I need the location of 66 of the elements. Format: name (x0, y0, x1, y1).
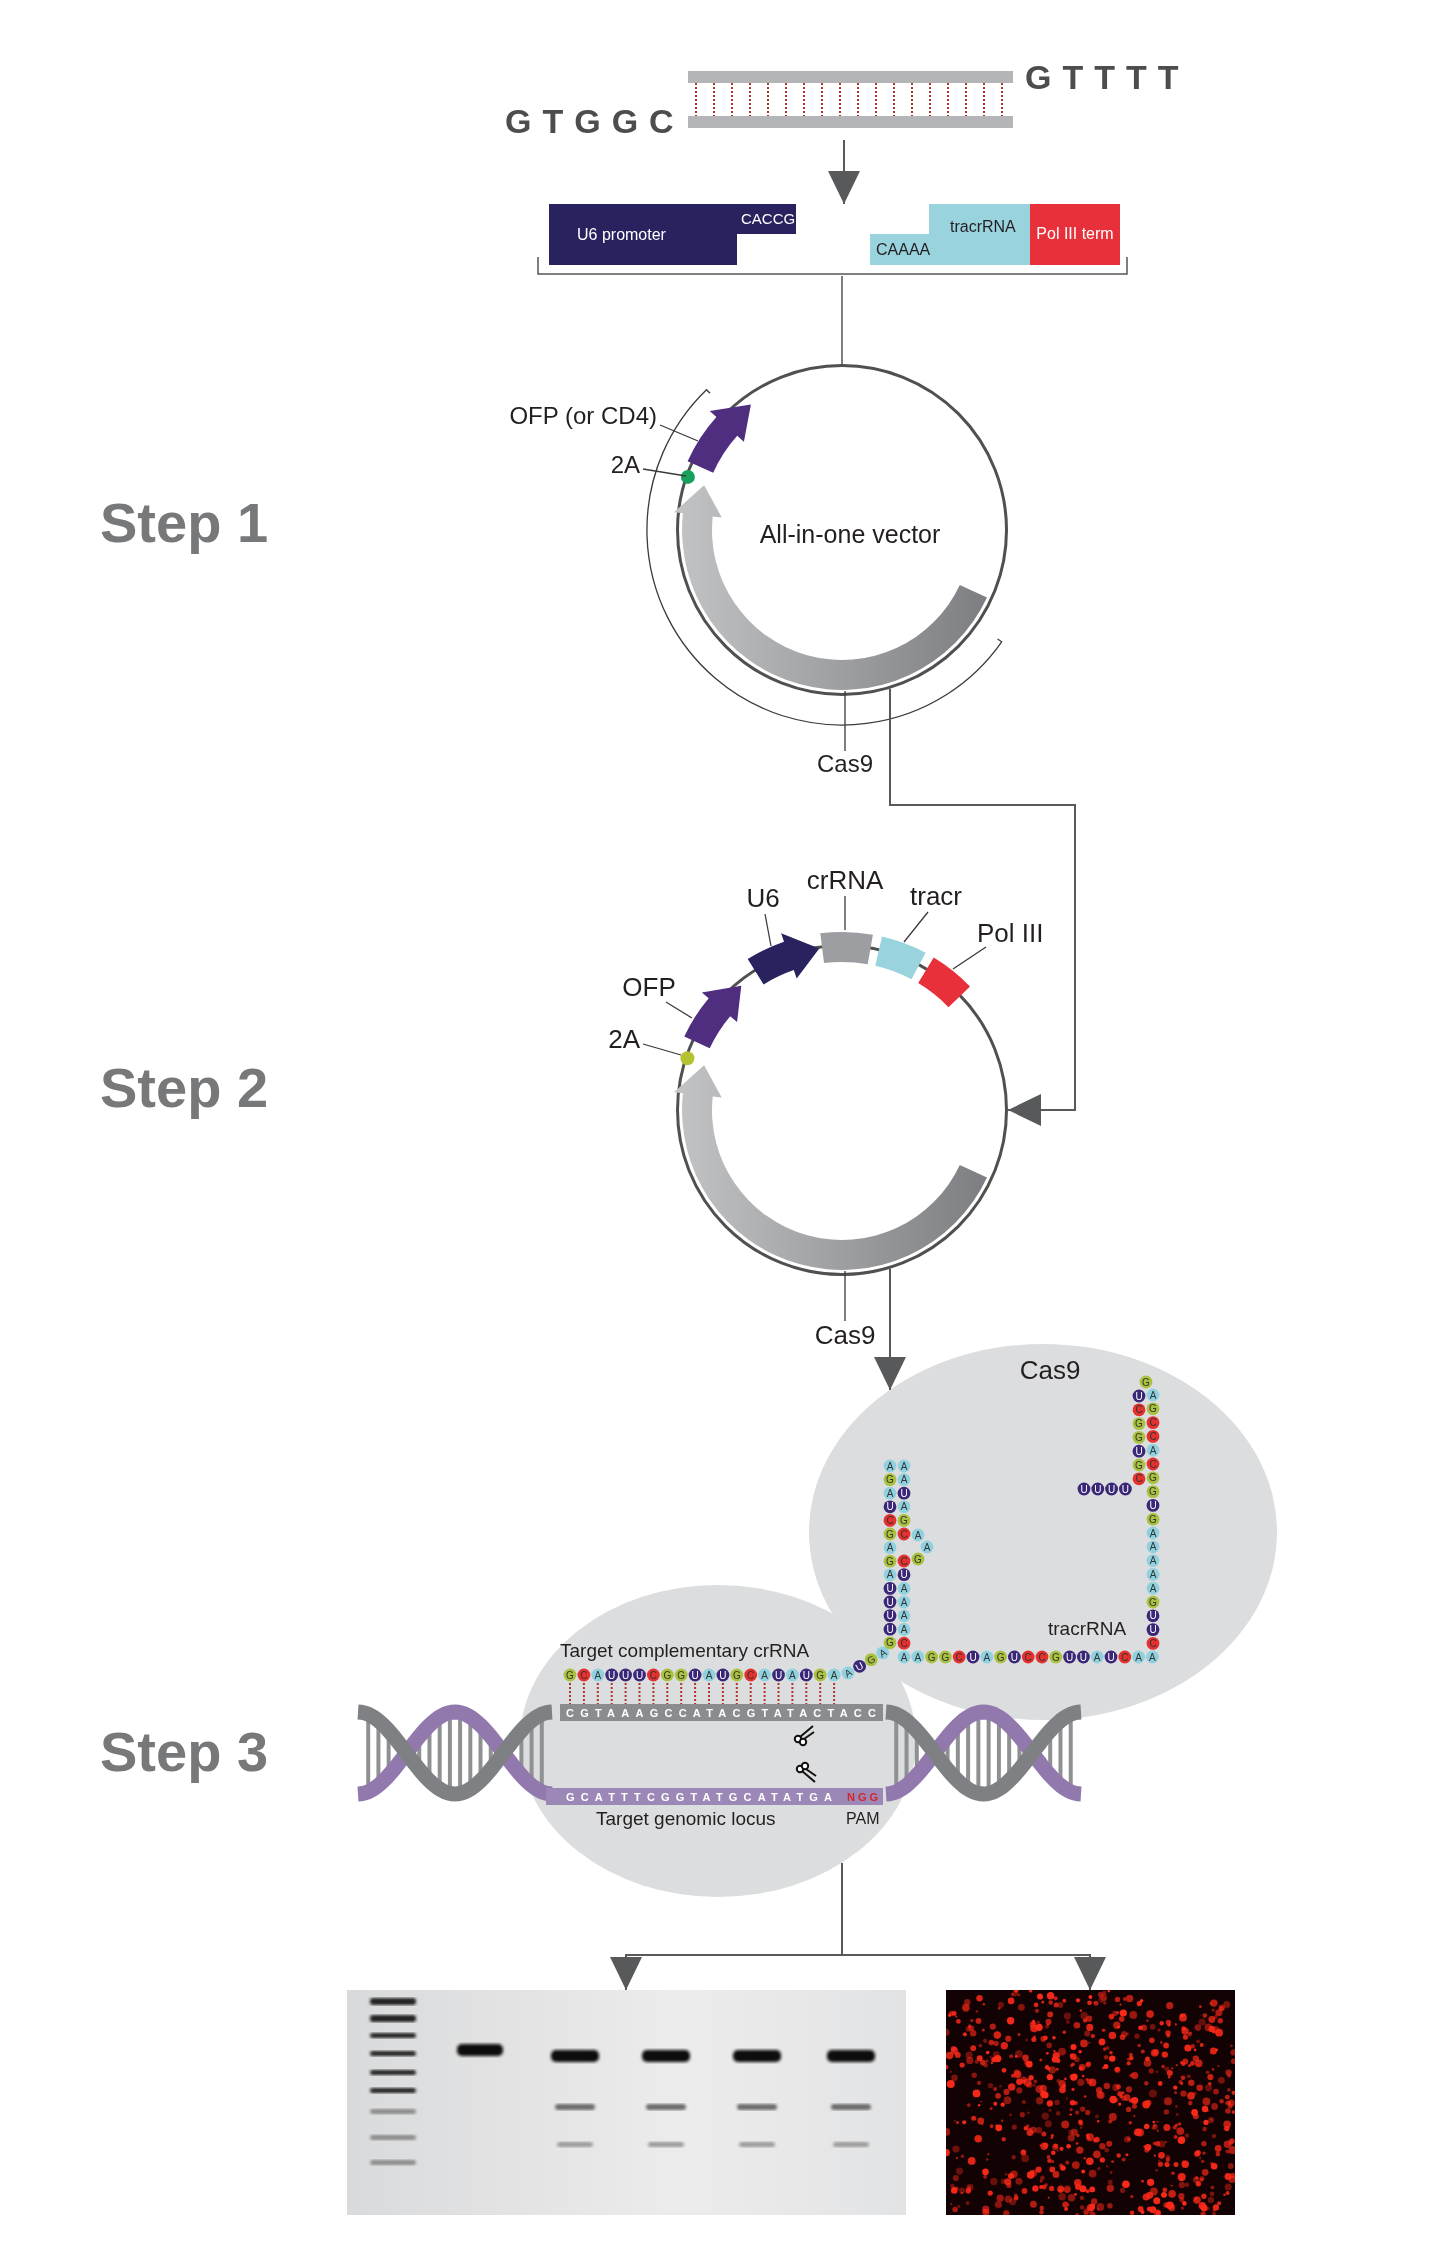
block-label: U6 promoter (577, 226, 666, 245)
part-label: tracr (910, 882, 962, 912)
leader-line (841, 275, 843, 365)
part-label: U6 (746, 884, 780, 914)
block-label: CAAAA (876, 241, 931, 260)
step-heading: Step 1 (100, 491, 269, 556)
rna-strand: G (1139, 1375, 1153, 1389)
rna-strand: A A G G C U A G U C C G U U A U C A A (897, 1650, 1159, 1664)
overhang-sequence: GTTTT (1025, 58, 1190, 98)
crrna-segment (820, 932, 873, 965)
gene-segment (687, 404, 751, 473)
leader-line (665, 1001, 693, 1019)
block-label: tracrRNA (950, 218, 1016, 237)
rna-strand: CUAAAAC (897, 1554, 911, 1650)
part-label: 2A (610, 451, 640, 479)
leader-line (903, 911, 929, 943)
leader-line (764, 913, 772, 947)
part-label: OFP (or CD4) (509, 402, 657, 430)
part-label: Cas9 (814, 1321, 876, 1351)
terminator-segment (918, 957, 970, 1008)
gene-segment (684, 985, 742, 1049)
arrow (889, 688, 1076, 1126)
rna-strand: UCGGUGC (1132, 1389, 1146, 1486)
promoter-segment (747, 933, 820, 985)
rna-strand: AGAUCGAGAUUUUG (883, 1459, 897, 1650)
gene-segment (673, 485, 987, 690)
leader-line (642, 468, 687, 477)
rna-strand: AAUAGC (897, 1459, 911, 1541)
leader-line (642, 1043, 682, 1056)
leader-line (844, 895, 846, 931)
linker-dot (680, 469, 695, 484)
leader-line (952, 946, 987, 970)
rna-strand: G C A U U U C G G U A U G C A U A U G A (563, 1668, 841, 1682)
part-label: OFP (622, 973, 676, 1003)
overhang-sequence: GTGGC (505, 102, 685, 142)
gel-image (347, 1990, 906, 2215)
part-label: Cas9 (817, 750, 873, 778)
part-label: crRNA (806, 866, 884, 896)
plasmid-circle (676, 364, 1008, 696)
step-heading: Step 2 (100, 1056, 269, 1121)
terminator-block: Pol III term (1030, 204, 1120, 265)
protein-name: Cas9 (1019, 1356, 1081, 1386)
block-label: CACCG (741, 210, 796, 228)
strand-label: Target complementary crRNA (560, 1640, 810, 1662)
leader-line (659, 424, 699, 442)
arrow (874, 1268, 906, 1391)
tracr-segment (875, 936, 926, 980)
leader-line (844, 690, 846, 752)
fluorescence-image (946, 1990, 1235, 2215)
linker-dot (680, 1051, 695, 1066)
part-label: 2A (608, 1025, 640, 1055)
rna-strand: AGCCACGGUGAAAAAGUUC (1146, 1388, 1160, 1650)
arrow (828, 139, 860, 205)
dna-strand: CGTAAAGCCATACGTATACTACC (560, 1704, 883, 1721)
leader-line (844, 1270, 846, 1322)
strand-label: PAM (846, 1810, 880, 1829)
plasmid-name: All-in-one vector (759, 520, 941, 549)
strand-label: tracrRNA (1048, 1618, 1127, 1640)
rna-strand: U U U U (1077, 1482, 1132, 1496)
rna-strand: AAG (911, 1528, 934, 1566)
part-label: Pol III (977, 919, 1044, 949)
step-heading: Step 3 (100, 1720, 269, 1785)
strand-label: Target genomic locus (596, 1808, 776, 1830)
pam-sequence: NGG (847, 1790, 878, 1803)
rna-strand: AUGA (841, 1646, 890, 1680)
gene-segment (673, 1065, 987, 1270)
